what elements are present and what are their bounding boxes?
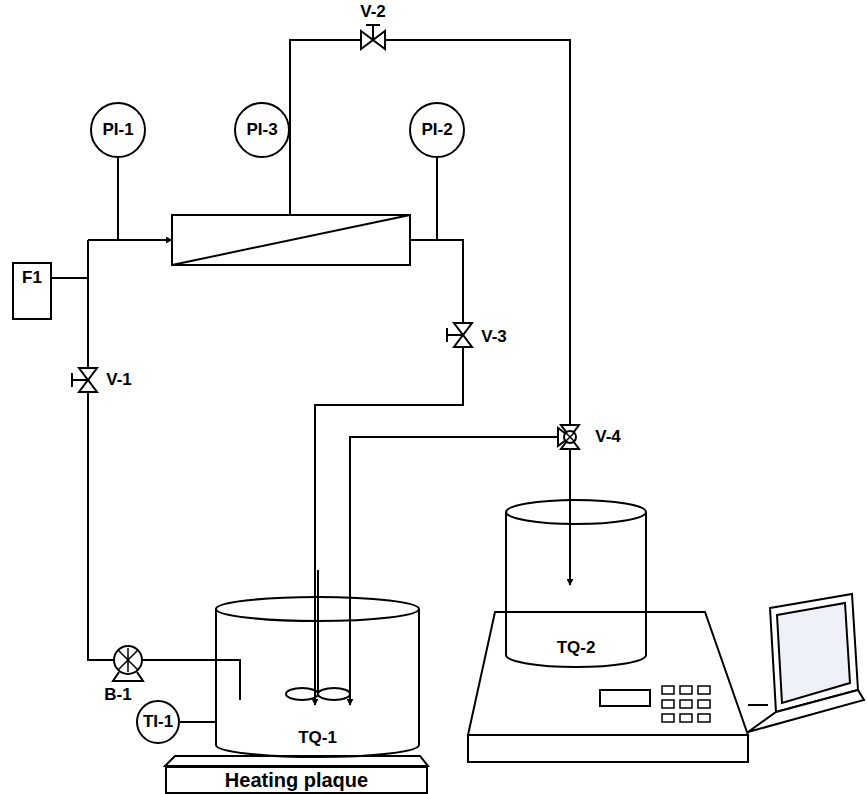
balance-front <box>468 735 748 762</box>
heating-plate: Heating plaque <box>165 766 428 794</box>
pipe-lines <box>52 40 570 705</box>
node-label: TQ-2 <box>557 638 596 658</box>
valve-half <box>79 380 97 392</box>
laptop-screen <box>777 603 850 703</box>
pump-casing <box>114 646 142 674</box>
node-border <box>137 701 179 743</box>
node-border <box>235 103 289 157</box>
node-label: Heating plaque <box>225 769 368 792</box>
valve-symbol <box>72 368 97 392</box>
membrane-module <box>172 215 410 265</box>
tag-label: V-3 <box>479 327 509 347</box>
agitator-shaft <box>317 570 319 694</box>
node-label: PI-2 <box>421 120 452 140</box>
node-text-area: Heating plaque <box>165 766 428 794</box>
permeate-tank: TQ-2 <box>505 500 647 668</box>
pipe <box>52 277 88 279</box>
membrane-line <box>172 215 410 265</box>
node-border <box>410 103 464 157</box>
balance-key <box>680 686 692 694</box>
three-way-valve <box>558 425 579 449</box>
balance <box>468 612 748 762</box>
flowmeter-box: F1 <box>12 262 52 320</box>
node-border <box>166 767 427 793</box>
node-text-area: PI-1 <box>90 102 146 158</box>
tag-label: V-4 <box>593 427 623 447</box>
valve-stem <box>447 328 463 342</box>
pipe <box>315 347 463 705</box>
node-text-area: TQ-1 <box>215 597 420 758</box>
laptop-base <box>748 690 864 732</box>
balance-key <box>662 700 674 708</box>
laptop <box>748 594 864 732</box>
pump-symbol <box>113 646 143 681</box>
pipe <box>410 240 463 323</box>
node-border <box>91 103 145 157</box>
valve-symbol <box>361 25 385 49</box>
valve-cross <box>566 433 574 441</box>
node-border <box>506 500 646 667</box>
balance-display <box>600 690 650 706</box>
valve-stem <box>366 25 380 40</box>
tag-label: V-1 <box>104 370 134 390</box>
pipe <box>142 660 240 700</box>
pipe <box>88 240 114 660</box>
balance-key <box>698 700 710 708</box>
valve-stem <box>72 373 88 387</box>
balance-key <box>680 700 692 708</box>
valve-ball <box>564 431 576 443</box>
tag-label: V-2 <box>358 2 388 22</box>
valve-half <box>361 31 373 49</box>
pressure-indicator: PI-1 <box>90 102 146 158</box>
agitator <box>286 570 350 700</box>
valve-half <box>454 335 472 347</box>
temperature-indicator: TI-1 <box>136 700 180 744</box>
balance-key <box>698 714 710 722</box>
node-text-area: TI-1 <box>136 700 180 744</box>
node-border <box>13 263 51 319</box>
feed-tank: TQ-1 <box>215 597 420 758</box>
pressure-indicator: PI-3 <box>234 102 290 158</box>
node-label: PI-1 <box>102 120 133 140</box>
pipe <box>289 130 291 215</box>
node-text-area: TQ-2 <box>505 500 647 668</box>
node-text-area: F1 <box>12 262 52 320</box>
instrument-connection <box>180 721 215 723</box>
node-text-area: PI-2 <box>409 102 465 158</box>
balance-key <box>662 686 674 694</box>
node-label: F1 <box>22 268 42 288</box>
balance-top <box>468 612 748 735</box>
pipe <box>117 158 119 240</box>
valve-symbol <box>447 323 472 347</box>
pipe <box>569 449 571 585</box>
pipe <box>436 158 438 240</box>
balance-key <box>680 714 692 722</box>
balance-key <box>662 714 674 722</box>
tag-label: B-1 <box>102 685 133 705</box>
node-label: TQ-1 <box>298 728 337 748</box>
node-label: PI-3 <box>246 120 277 140</box>
pipe <box>385 40 570 425</box>
valve-half <box>79 368 97 380</box>
node-label: TI-1 <box>143 712 173 732</box>
balance-key <box>698 686 710 694</box>
valve-half <box>373 31 385 49</box>
pressure-indicator: PI-2 <box>409 102 465 158</box>
agitator-blade <box>286 688 318 700</box>
pipe <box>88 239 172 241</box>
data-cable <box>748 704 768 706</box>
node-text-area: PI-3 <box>234 102 290 158</box>
pipe <box>290 40 361 130</box>
agitator-blade <box>318 688 350 700</box>
node-border <box>216 597 419 757</box>
pump-impeller <box>118 648 138 672</box>
valve-half <box>454 323 472 335</box>
